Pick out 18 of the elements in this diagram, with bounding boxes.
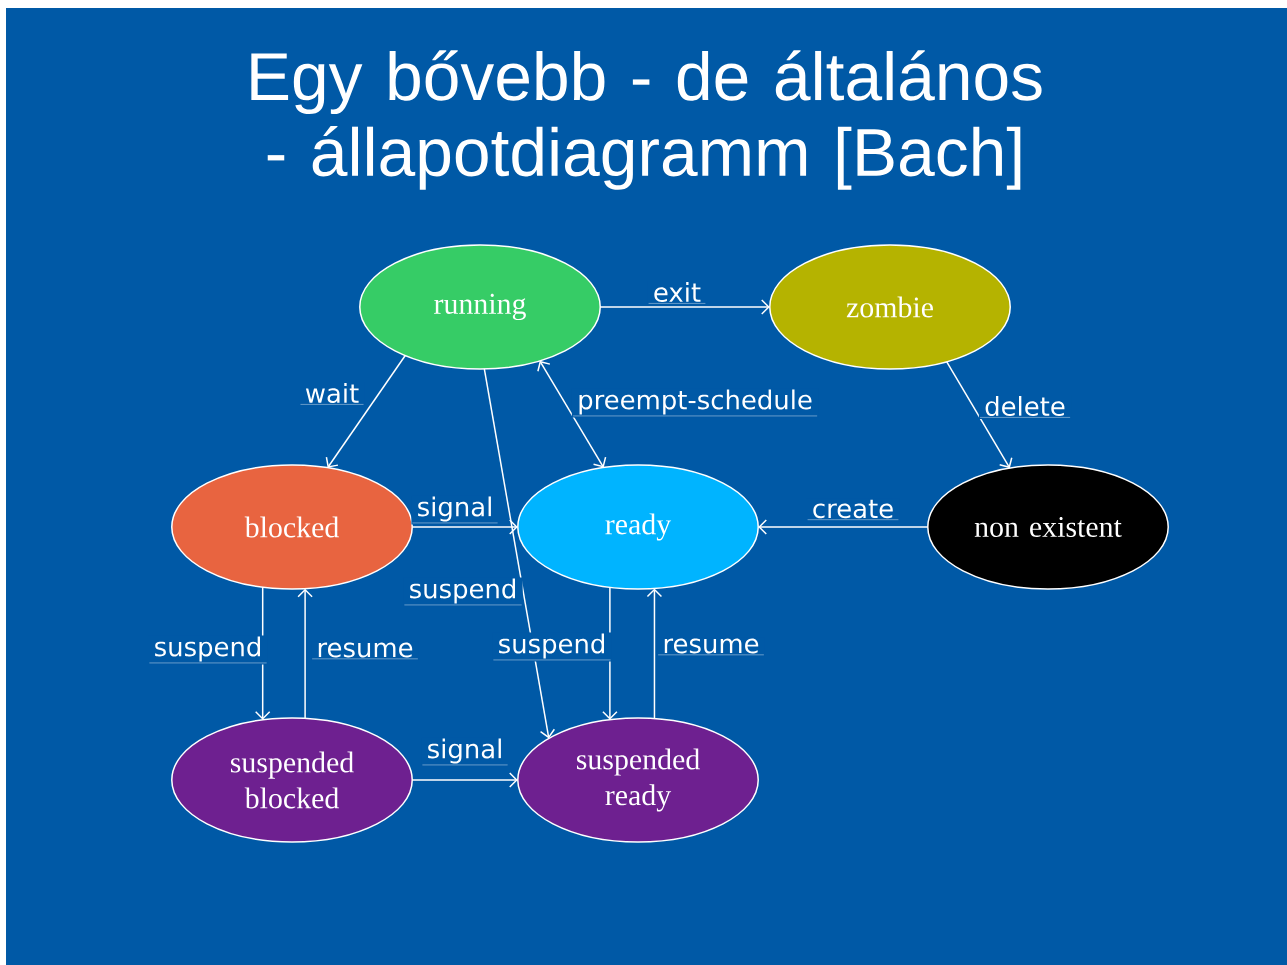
edge-label: suspend xyxy=(148,635,268,665)
arrow xyxy=(483,368,556,739)
arrow xyxy=(411,519,518,535)
arrow xyxy=(646,588,663,720)
edge-label: suspend xyxy=(492,632,612,662)
arrow xyxy=(325,354,406,468)
arrow xyxy=(537,360,607,468)
arrow xyxy=(599,299,770,315)
edge-label: suspend xyxy=(403,577,523,607)
arrow xyxy=(945,360,1013,469)
arrow xyxy=(411,772,518,788)
edge-label: wait xyxy=(299,382,365,406)
slide-title: Egy bővebb - de általános - állapotdiagramm [Bach] xyxy=(251,50,1042,190)
edge-label: signal xyxy=(421,737,509,767)
arrow xyxy=(297,588,313,720)
edge-label: signal xyxy=(411,495,499,525)
edge-label: preempt-schedule xyxy=(571,388,819,418)
arrow xyxy=(758,519,929,535)
